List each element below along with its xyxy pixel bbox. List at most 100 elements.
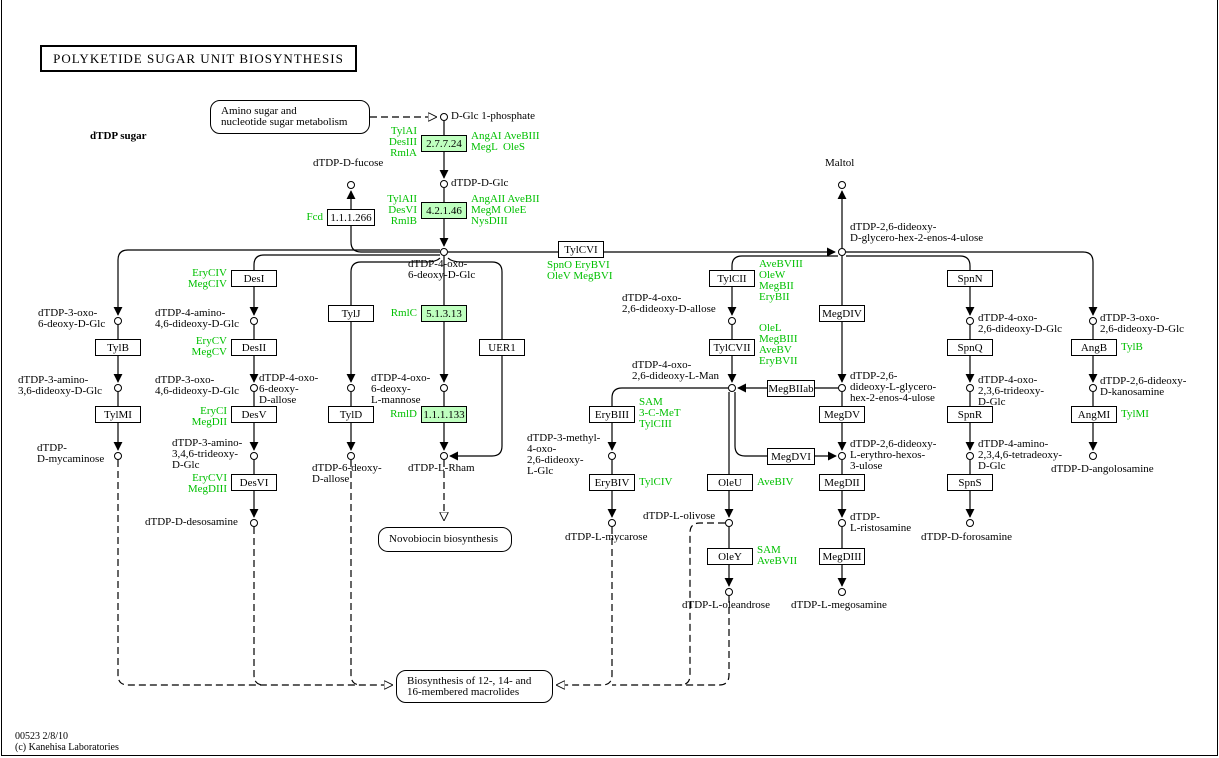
enzyme-box-erybiii[interactable]: EryBIII: [589, 406, 635, 423]
compound-node[interactable]: [250, 519, 258, 527]
compound-node[interactable]: [440, 113, 448, 121]
compound-node[interactable]: [838, 452, 846, 460]
enzyme-box-tylcvi[interactable]: TylCVI: [558, 241, 604, 258]
compound-label: dTDP-D-Glc: [451, 177, 509, 189]
pathway-map-link[interactable]: Biosynthesis of 12-, 14- and 16-membered…: [396, 670, 553, 703]
compound-node[interactable]: [114, 452, 122, 460]
compound-node[interactable]: [347, 384, 355, 392]
enzyme-box-tylcvii[interactable]: TylCVII: [709, 339, 755, 356]
compound-label: Maltol: [825, 157, 855, 169]
gene-labels: RmlC: [390, 307, 417, 319]
compound-node[interactable]: [838, 519, 846, 527]
compound-node[interactable]: [838, 588, 846, 596]
gene-labels: SAM AveBVII: [757, 544, 798, 567]
reaction-line: [846, 255, 975, 316]
enzyme-box-desv[interactable]: DesV: [231, 406, 277, 423]
enzyme-box-spns[interactable]: SpnS: [947, 474, 993, 491]
enzyme-box-angb[interactable]: AngB: [1071, 339, 1117, 356]
compound-label: dTDP-L-oleandrose: [682, 599, 770, 611]
enzyme-box-5-1-3-13[interactable]: 5.1.3.13: [421, 305, 467, 322]
compound-node[interactable]: [966, 317, 974, 325]
enzyme-box-desii[interactable]: DesII: [231, 339, 277, 356]
compound-node[interactable]: [250, 317, 258, 325]
enzyme-box-desvi[interactable]: DesVI: [231, 474, 277, 491]
link-to-map-line: [253, 527, 265, 686]
compound-label: dTDP-6-deoxy- D-allose: [312, 462, 382, 485]
enzyme-box-tylb[interactable]: TylB: [95, 339, 141, 356]
reaction-line: [346, 257, 441, 383]
compound-node[interactable]: [250, 384, 258, 392]
compound-label: dTDP-4-amino- 4,6-dideoxy-D-Glc: [155, 307, 240, 330]
compound-node[interactable]: [1089, 452, 1097, 460]
compound-node[interactable]: [966, 384, 974, 392]
compound-node[interactable]: [440, 384, 448, 392]
compound-node[interactable]: [608, 519, 616, 527]
compound-label: dTDP-4-oxo- 2,3,6-trideoxy- D-Glc: [978, 374, 1044, 408]
link-to-map-line: [117, 460, 392, 685]
compound-node[interactable]: [966, 452, 974, 460]
compound-node[interactable]: [114, 317, 122, 325]
compound-node[interactable]: [725, 588, 733, 596]
enzyme-box-desi[interactable]: DesI: [231, 270, 277, 287]
compound-node[interactable]: [728, 384, 736, 392]
compound-node[interactable]: [347, 181, 355, 189]
reaction-line: [113, 249, 440, 316]
compound-label: dTDP-2,6-dideoxy- D-kanosamine: [1100, 375, 1187, 398]
gene-labels: RmlD: [390, 408, 417, 420]
compound-node[interactable]: [608, 452, 616, 460]
enzyme-box-oley[interactable]: OleY: [707, 548, 753, 565]
compound-node[interactable]: [114, 384, 122, 392]
compound-label: dTDP-4-amino- 2,3,4,6-tetradeoxy- D-Glc: [978, 438, 1062, 472]
compound-node[interactable]: [347, 452, 355, 460]
compound-node[interactable]: [838, 248, 846, 256]
compound-label: dTDP-3-amino- 3,6-dideoxy-D-Glc: [18, 374, 103, 397]
enzyme-box-megdiii[interactable]: MegDIII: [819, 548, 865, 565]
gene-labels: AngAI AveBIII MegL OleS: [471, 130, 540, 153]
compound-label: dTDP-3-oxo- 4,6-dideoxy-D-Glc: [155, 374, 240, 397]
enzyme-box-1-1-1-133[interactable]: 1.1.1.133: [421, 406, 467, 423]
enzyme-box-angmi[interactable]: AngMI: [1071, 406, 1117, 423]
enzyme-box-spnq[interactable]: SpnQ: [947, 339, 993, 356]
enzyme-box-tylcii[interactable]: TylCII: [709, 270, 755, 287]
enzyme-box-4-2-1-46[interactable]: 4.2.1.46: [421, 202, 467, 219]
compound-node[interactable]: [966, 519, 974, 527]
pathway-map-link[interactable]: Amino sugar and nucleotide sugar metabol…: [210, 100, 370, 134]
enzyme-box-megdii[interactable]: MegDII: [819, 474, 865, 491]
enzyme-box-spnn[interactable]: SpnN: [947, 270, 993, 287]
gene-labels: TylB: [1121, 341, 1143, 353]
gene-labels: TylAI DesIII RmlA: [388, 125, 417, 159]
enzyme-box-tylj[interactable]: TylJ: [328, 305, 374, 322]
enzyme-box-megbiiab[interactable]: MegBIIab: [767, 380, 815, 397]
compound-node[interactable]: [1089, 384, 1097, 392]
enzyme-box-uer1[interactable]: UER1: [479, 339, 525, 356]
compound-label: dTDP-3-oxo- 2,6-dideoxy-D-Glc: [1100, 312, 1185, 335]
compound-node[interactable]: [440, 180, 448, 188]
enzyme-box-oleu[interactable]: OleU: [707, 474, 753, 491]
enzyme-box-1-1-1-266[interactable]: 1.1.1.266: [327, 209, 375, 226]
compound-node[interactable]: [838, 384, 846, 392]
enzyme-box-2-7-7-24[interactable]: 2.7.7.24: [421, 135, 467, 152]
gene-labels: AveBIV: [757, 476, 794, 488]
compound-node[interactable]: [250, 452, 258, 460]
compound-node[interactable]: [1089, 317, 1097, 325]
enzyme-box-tyld[interactable]: TylD: [328, 406, 374, 423]
compound-node[interactable]: [440, 248, 448, 256]
compound-node[interactable]: [838, 181, 846, 189]
compound-label: dTDP-D-forosamine: [921, 531, 1013, 543]
enzyme-box-megdiv[interactable]: MegDIV: [819, 305, 865, 322]
enzyme-box-megdv[interactable]: MegDV: [819, 406, 865, 423]
gene-labels: AveBVIII OleW MegBII EryBII: [759, 258, 803, 303]
section-label: dTDP sugar: [90, 130, 147, 142]
enzyme-box-erybiv[interactable]: EryBIV: [589, 474, 635, 491]
compound-node[interactable]: [728, 317, 736, 325]
gene-labels: SpnO EryBVI OleV MegBVI: [547, 259, 613, 282]
enzyme-box-spnr[interactable]: SpnR: [947, 406, 993, 423]
pathway-map-link[interactable]: Novobiocin biosynthesis: [378, 527, 512, 552]
enzyme-box-tylmi[interactable]: TylMI: [95, 406, 141, 423]
compound-node[interactable]: [725, 519, 733, 527]
compound-node[interactable]: [440, 452, 448, 460]
enzyme-box-megdvi[interactable]: MegDVI: [767, 448, 815, 465]
compound-label: dTDP-4-oxo- 6-deoxy- D-allose: [259, 372, 319, 406]
